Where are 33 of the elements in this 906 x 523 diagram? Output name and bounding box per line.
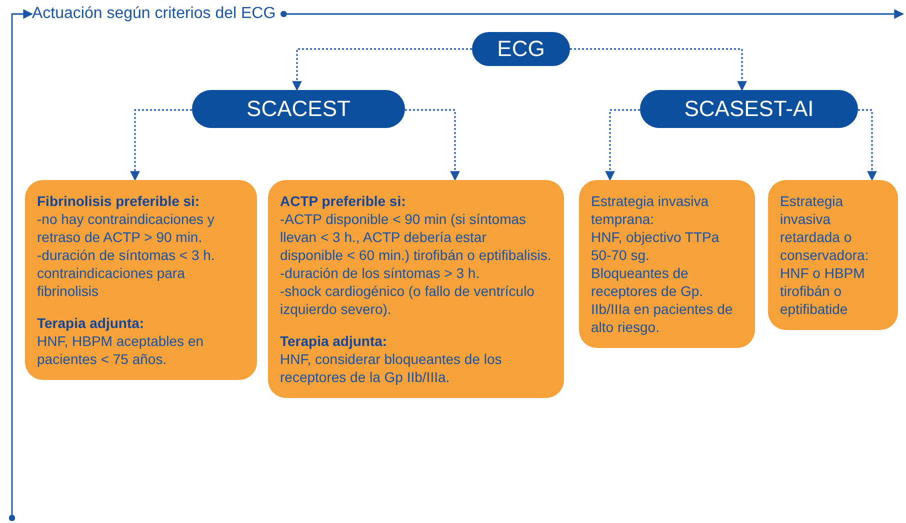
- arrow: [292, 48, 472, 91]
- card-text: -duración de los síntomas > 3 h.: [280, 264, 481, 282]
- card-text: -ACTP disponible < 90 min (si síntomas llevan < 3 h., ACTP debería estar disponible < 60 min.) tirofibán o eptifibalisis.: [280, 210, 552, 264]
- process-pill: ECG: [472, 32, 570, 66]
- flow-label: Actuación según criterios del ECG: [32, 4, 284, 24]
- arrow: [405, 109, 460, 181]
- card-text: -no hay contraindicaciones y retraso de ACTP > 90 min.: [37, 210, 216, 246]
- card-text: Estrategia invasiva retardada o conservadora:: [780, 192, 870, 264]
- info-card: [25, 180, 257, 380]
- card-text: HNF, objectivo TTPa 50-70 sg.: [591, 228, 720, 264]
- arrow: [570, 48, 747, 91]
- card-text: HNF, considerar bloqueantes de los receptores de la Gp IIb/IIIa.: [280, 350, 503, 386]
- card-text: Bloqueantes de receptores de Gp. IIb/IIIa en pacientes de alto riesgo.: [591, 264, 734, 336]
- info-card: [768, 180, 898, 330]
- process-pill: SCASEST-AI: [640, 90, 858, 128]
- card-heading: Terapia adjunta:: [280, 332, 388, 350]
- arrow: [280, 9, 904, 19]
- card-text: Estrategia invasiva temprana:: [591, 192, 710, 228]
- card-text: HNF, HBPM aceptables en pacientes < 75 años.: [37, 332, 205, 368]
- arrow: [8, 9, 33, 522]
- card-text: -duración de síntomas < 3 h. contraindicaciones para fibrinolisis: [37, 246, 216, 300]
- info-card: [579, 180, 755, 348]
- card-heading: ACTP preferible si:: [280, 192, 407, 210]
- card-text: HNF o HBPM: [780, 264, 866, 282]
- card-text: -shock cardiogénico (o fallo de ventrículo izquierdo severo).: [280, 282, 536, 318]
- arrow: [858, 109, 877, 181]
- arrow: [605, 109, 640, 181]
- process-pill: SCACEST: [192, 90, 405, 128]
- card-heading: Terapia adjunta:: [37, 314, 146, 332]
- arrow: [130, 109, 192, 181]
- card-heading: Fibrinolisis preferible si:: [37, 192, 201, 210]
- info-card: [268, 180, 564, 398]
- card-text: tirofibán o eptifibatide: [780, 282, 849, 318]
